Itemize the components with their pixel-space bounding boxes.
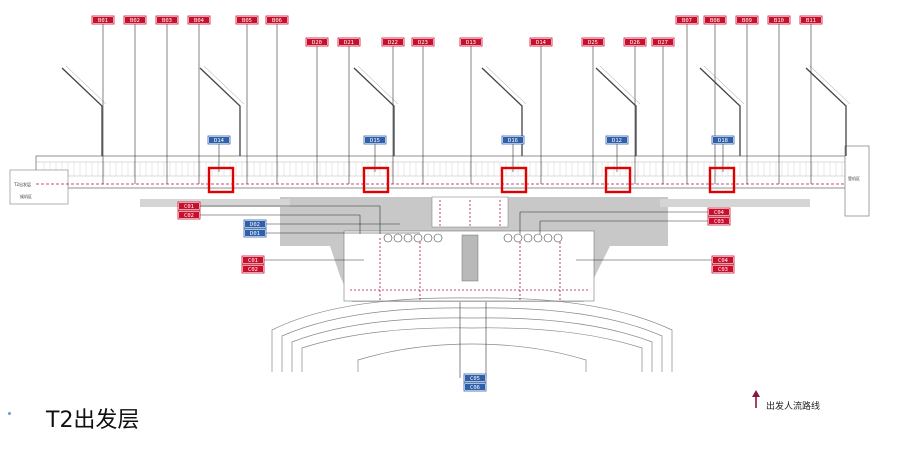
svg-text:D12: D12: [612, 138, 622, 144]
side-label-right: 登机区: [848, 175, 860, 181]
tag-row2-d23: D23: [411, 37, 435, 47]
tag-lower-left-c02: C02: [241, 264, 265, 274]
tag-top-b08: B08: [703, 15, 727, 25]
svg-text:D01: D01: [250, 231, 260, 237]
svg-text:C05: C05: [470, 376, 480, 382]
tag-bottom-c06: C06: [463, 382, 487, 392]
tag-lower-left-c01: C01: [241, 255, 265, 265]
tag-bottom-c05: C05: [463, 373, 487, 383]
tag-row2-d13: D13: [459, 37, 483, 47]
tag-left-blue-d02: D02: [243, 219, 267, 229]
approach-road: [271, 297, 673, 372]
svg-text:B09: B09: [742, 18, 752, 24]
svg-text:B06: B06: [272, 18, 282, 24]
tag-mid-d15: D15: [363, 135, 387, 145]
tag-top-b09: B09: [735, 15, 759, 25]
tag-row2-d22: D22: [381, 37, 405, 47]
svg-text:D15: D15: [370, 138, 380, 144]
checkin-counters: [383, 233, 563, 243]
svg-text:B11: B11: [806, 18, 816, 24]
legend-label: 出发人流路线: [766, 402, 821, 412]
tag-right-c04: C04: [707, 207, 731, 217]
tag-mid-d16: D16: [501, 135, 525, 145]
svg-text:C01: C01: [248, 258, 258, 264]
svg-text:D20: D20: [312, 40, 322, 46]
tag-mid-d18: D18: [711, 135, 735, 145]
tag-leader-lines: [102, 24, 812, 378]
highlight-gate-4: [604, 166, 632, 194]
tag-top-b07: B07: [675, 15, 699, 25]
svg-text:D23: D23: [418, 40, 428, 46]
svg-text:D14: D14: [214, 138, 225, 144]
tag-top-b10: B10: [767, 15, 791, 25]
svg-text:B05: B05: [242, 18, 252, 24]
svg-text:D27: D27: [658, 40, 668, 46]
highlighted-gates: [207, 166, 736, 194]
highlight-gate-1: [207, 166, 235, 194]
svg-text:C03: C03: [714, 219, 724, 225]
tag-left-c01: C01: [177, 201, 201, 211]
svg-text:D22: D22: [388, 40, 398, 46]
tag-top-b03: B03: [155, 15, 179, 25]
svg-text:C02: C02: [248, 267, 258, 273]
svg-text:D21: D21: [344, 40, 354, 46]
svg-text:B03: B03: [162, 18, 172, 24]
svg-text:D16: D16: [508, 138, 518, 144]
side-label-left-2: 候机区: [20, 193, 32, 199]
svg-text:B04: B04: [194, 18, 205, 24]
svg-text:D02: D02: [250, 222, 260, 228]
highlight-gate-2: [362, 166, 390, 194]
tag-top-b05: B05: [235, 15, 259, 25]
highlight-gate-5: [708, 166, 736, 194]
tag-top-b01: B01: [91, 15, 115, 25]
tag-lower-right-c04: C04: [711, 255, 735, 265]
legend-arrow-icon: [752, 390, 760, 408]
svg-text:D18: D18: [718, 138, 728, 144]
svg-text:C03: C03: [718, 267, 728, 273]
tag-mid-d12: D12: [605, 135, 629, 145]
svg-text:B07: B07: [682, 18, 692, 24]
tag-row2-d14: D14: [529, 37, 553, 47]
svg-text:C02: C02: [184, 213, 194, 219]
tag-row2-d26: D26: [623, 37, 647, 47]
svg-text:B02: B02: [130, 18, 140, 24]
tag-row2-d25: D25: [581, 37, 605, 47]
tag-lower-right-c03: C03: [711, 264, 735, 274]
slide-bullet-dot: [8, 412, 11, 415]
tag-row2-d21: D21: [337, 37, 361, 47]
svg-text:B01: B01: [98, 18, 108, 24]
terminal-building: [140, 196, 810, 302]
svg-text:D26: D26: [630, 40, 640, 46]
svg-text:C04: C04: [718, 258, 729, 264]
tag-top-b11: B11: [799, 15, 823, 25]
svg-text:C01: C01: [184, 204, 194, 210]
passenger-flow-routes: [350, 200, 590, 300]
highlight-gate-3: [500, 166, 528, 194]
tag-top-b04: B04: [187, 15, 211, 25]
svg-text:B08: B08: [710, 18, 720, 24]
tag-row2-d20: D20: [305, 37, 329, 47]
tag-right-c03: C03: [707, 216, 731, 226]
tag-row2-d27: D27: [651, 37, 675, 47]
svg-text:B10: B10: [774, 18, 784, 24]
tag-top-b02: B02: [123, 15, 147, 25]
svg-text:D13: D13: [466, 40, 476, 46]
tag-left-blue-d01: D01: [243, 228, 267, 238]
floor-title: T2出发层: [46, 408, 140, 433]
tag-top-b06: B06: [265, 15, 289, 25]
svg-text:C04: C04: [714, 210, 725, 216]
tag-left-c02: C02: [177, 210, 201, 220]
side-label-left: T2出发层: [13, 181, 31, 187]
tag-mid-d14: D14: [207, 135, 231, 145]
svg-text:C06: C06: [470, 385, 480, 391]
svg-text:D14: D14: [536, 40, 547, 46]
svg-text:D25: D25: [588, 40, 598, 46]
